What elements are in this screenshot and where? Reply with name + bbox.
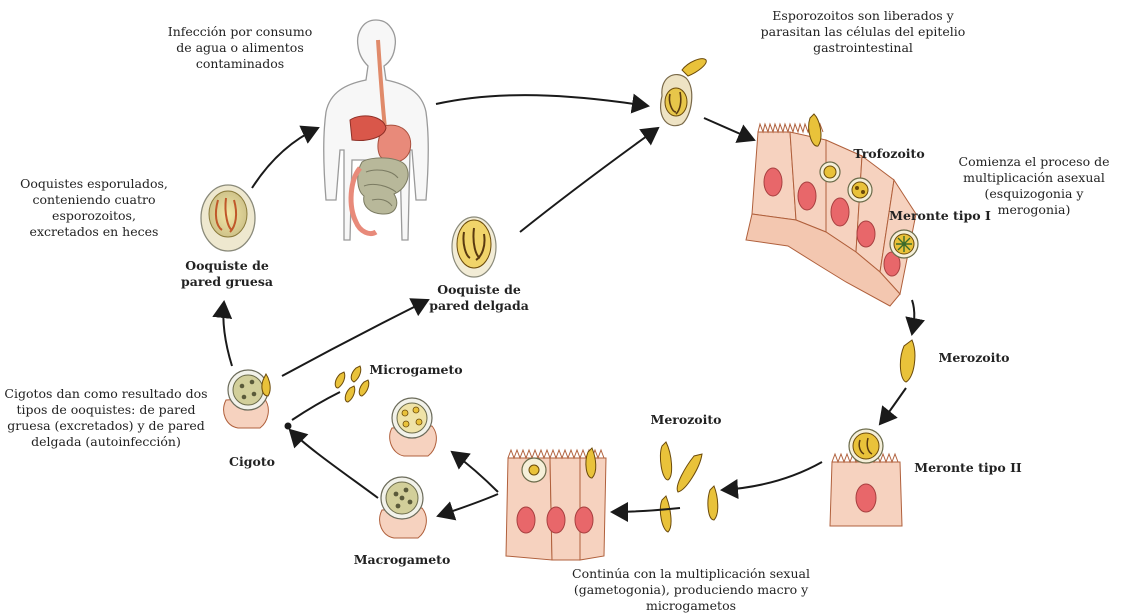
label-cigoto: Cigoto bbox=[222, 454, 282, 470]
epithelium-gametogony bbox=[506, 448, 606, 560]
label-merozoito-2: Merozoito bbox=[644, 412, 728, 428]
arrow-gametogony-to-microgamete bbox=[452, 452, 498, 492]
label-microgameto: Microgameto bbox=[366, 362, 466, 378]
excysting-oocyst bbox=[661, 59, 707, 126]
label-infeccion: Infección por consumo de agua o alimento… bbox=[162, 24, 318, 72]
arrow-epithelium-to-merozoite bbox=[912, 300, 914, 334]
arrow-zygote-to-thick bbox=[223, 302, 232, 366]
label-meronte-tipo-ii: Meronte tipo II bbox=[906, 460, 1030, 476]
label-merozoito-1: Merozoito bbox=[930, 350, 1018, 366]
label-cigotos: Cigotos dan como resultado dos tipos de … bbox=[0, 386, 212, 450]
arrow-macrogamete-to-zygote bbox=[290, 430, 378, 498]
macrogamete-cell bbox=[380, 477, 427, 538]
microgamete-cell bbox=[335, 366, 436, 456]
oocyst-thick-wall bbox=[201, 185, 255, 251]
arrow-oocyst-to-human bbox=[252, 128, 318, 188]
label-continua: Continúa con la multiplicación sexual (g… bbox=[556, 566, 826, 614]
zygote-cell bbox=[224, 370, 271, 428]
label-trofozoito: Trofozoito bbox=[844, 146, 934, 162]
merozoites-bottom bbox=[660, 442, 717, 532]
label-meronte-tipo-i: Meronte tipo I bbox=[880, 208, 1000, 224]
arrow-merozoite-to-meront2 bbox=[880, 388, 906, 424]
arrow-human-to-excyst bbox=[436, 95, 648, 106]
arrow-excyst-to-epithelium bbox=[704, 118, 754, 140]
label-ooquistes-esporulados: Ooquistes esporulados, conteniendo cuatr… bbox=[6, 176, 182, 240]
oocyst-thin-wall bbox=[452, 217, 496, 277]
label-ooquiste-gruesa: Ooquiste de pared gruesa bbox=[172, 258, 282, 290]
arrow-meront2-to-merozoites bbox=[722, 462, 822, 490]
arrow-thin-oocyst-to-excyst bbox=[520, 128, 658, 232]
label-macrogameto: Macrogameto bbox=[352, 552, 452, 568]
merozoite-right bbox=[900, 340, 915, 382]
human-silhouette bbox=[324, 20, 429, 240]
label-ooquiste-delgada: Ooquiste de pared delgada bbox=[424, 282, 534, 314]
arrow-microgamete-to-zygote bbox=[292, 392, 340, 420]
meront-type-ii-cell bbox=[830, 429, 902, 526]
arrow-gametogony-to-macrogamete bbox=[438, 494, 498, 516]
label-esporozoitos-liberados: Esporozoitos son liberados y parasitan l… bbox=[748, 8, 978, 56]
